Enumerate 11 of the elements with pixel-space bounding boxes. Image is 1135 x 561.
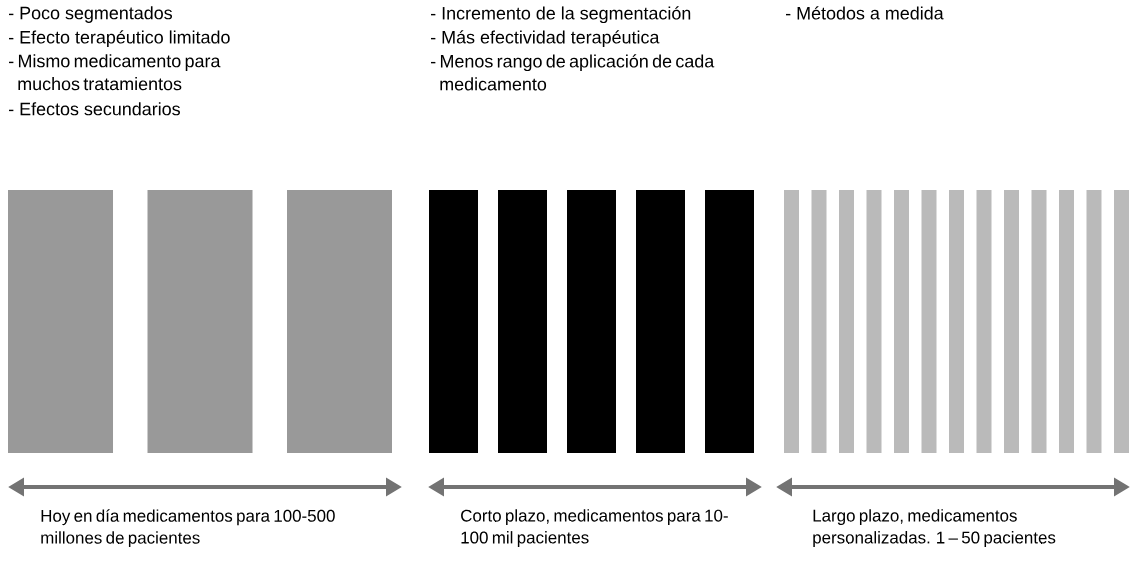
bullet-text: - Poco segmentados bbox=[9, 6, 172, 23]
caption-text: Largo plazo, medicamentos personalizadas. 1 – 50 pacientes bbox=[813, 509, 1056, 547]
caption-text: Corto plazo, medicamentos para 10-100 mil pacientes bbox=[461, 509, 728, 547]
bullet-text: - Mismo medicamento para muchos tratamientos bbox=[9, 54, 221, 91]
bullet-text: - Métodos a medida bbox=[786, 6, 944, 20]
bullet-text: - Incremento de la segmentación bbox=[431, 6, 691, 24]
bullet-text: - Menos rango de aplicación de cada medicamento bbox=[431, 54, 715, 91]
bullet-text: - Más efectividad terapéutica bbox=[431, 30, 660, 48]
bullet-text: - Efectos secundarios bbox=[9, 102, 180, 116]
bullet-text: - Efecto terapéutico limitado bbox=[9, 30, 230, 48]
caption-text: Hoy en día medicamentos para 100-500 millones de pacientes bbox=[41, 509, 335, 548]
